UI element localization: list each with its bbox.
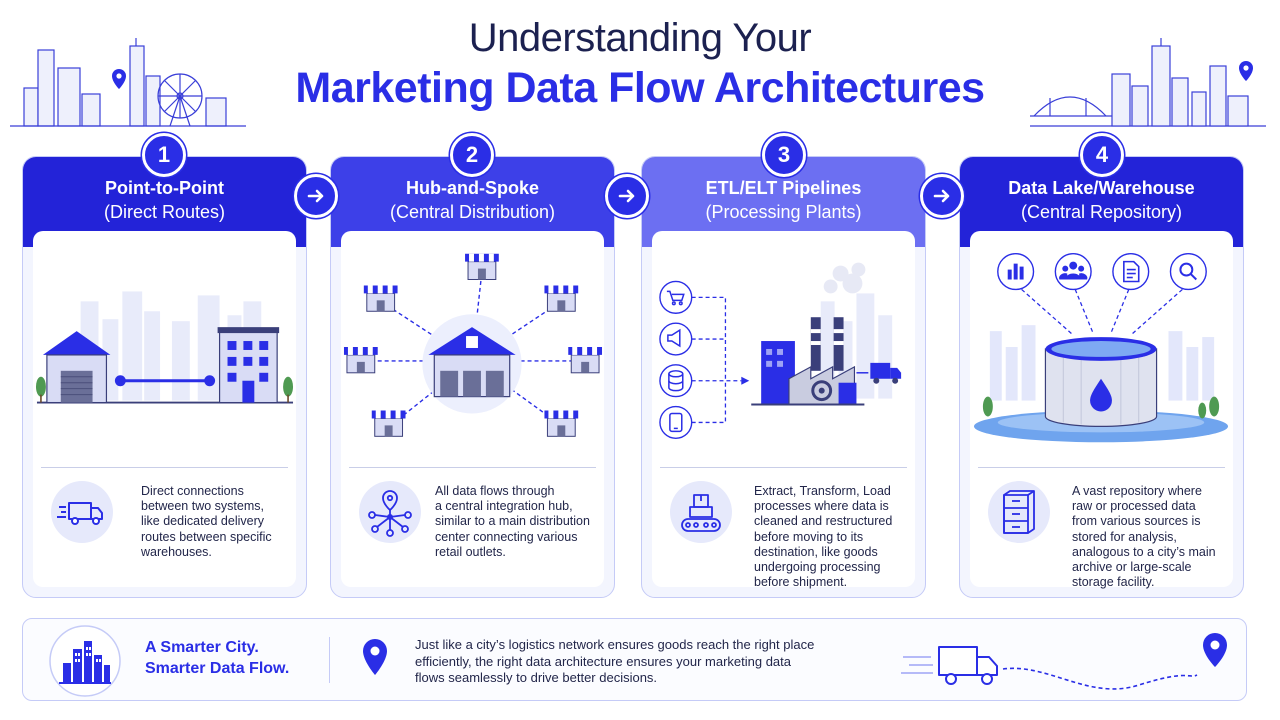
retail-store-icon <box>543 284 579 312</box>
card-subtitle: (Central Repository) <box>1020 202 1183 222</box>
card-description: A vast repository where raw or processed… <box>1072 484 1216 590</box>
destination-pin-icon <box>1203 633 1227 667</box>
document-icon <box>1123 260 1140 283</box>
right-skyline-illustration <box>1030 38 1266 127</box>
card-description: All data flows through a central integra… <box>435 484 590 559</box>
page-header: Understanding Your Marketing Data Flow A… <box>0 14 1280 114</box>
card-subtitle: (Direct Routes) <box>103 202 226 222</box>
mobile-device-icon <box>669 412 683 433</box>
shipping-truck-icon <box>870 362 902 384</box>
flow-arrow-icon <box>920 174 964 218</box>
card-subtitle: (Central Distribution) <box>389 202 556 222</box>
architecture-card-data-lake-warehouse: Data Lake/Warehouse (Central Repository) <box>959 156 1244 598</box>
bar-chart-icon <box>1007 263 1024 280</box>
page-title-line2: Marketing Data Flow Architectures <box>295 64 985 112</box>
step-badge-4: 4 <box>1080 133 1124 177</box>
retail-store-icon <box>371 410 407 437</box>
shopping-cart-icon <box>666 290 685 302</box>
card-title: Hub-and-Spoke <box>406 178 539 198</box>
flow-arrow-icon <box>294 174 338 218</box>
database-icon <box>668 370 684 392</box>
card-title: Data Lake/Warehouse <box>1008 178 1195 198</box>
distribution-center-icon <box>428 327 516 398</box>
step-badge-3: 3 <box>762 133 806 177</box>
megaphone-icon <box>667 328 681 348</box>
left-skyline-illustration <box>10 38 246 127</box>
storage-tank-icon <box>1044 337 1158 427</box>
retail-store-icon <box>343 346 379 374</box>
card-divider <box>660 467 907 468</box>
card-divider <box>349 467 596 468</box>
location-pin-icon <box>1239 61 1253 81</box>
card-title: ETL/ELT Pipelines <box>705 178 862 198</box>
conveyor-belt-icon <box>670 481 732 543</box>
architecture-card-hub-and-spoke: Hub-and-Spoke (Central Distribution) <box>330 156 615 598</box>
city-logo-icon <box>49 625 121 697</box>
architecture-card-point-to-point: Point-to-Point (Direct Routes) <box>22 156 307 598</box>
etl-pipeline-illustration <box>659 262 902 439</box>
users-group-icon <box>1059 261 1088 280</box>
delivery-truck-icon <box>51 481 113 543</box>
card-description: Extract, Transform, Load processes where… <box>754 484 893 590</box>
step-badge-2: 2 <box>450 133 494 177</box>
card-body: Direct connections between two systems, … <box>33 231 296 587</box>
warehouse-icon <box>42 331 111 404</box>
retail-store-icon <box>363 284 399 312</box>
truck-route-illustration <box>901 633 1227 690</box>
retail-store-icon <box>567 346 603 374</box>
card-divider <box>41 467 288 468</box>
hub-network-icon <box>359 481 421 543</box>
location-pin-icon <box>112 69 126 89</box>
card-body: A vast repository where raw or processed… <box>970 231 1233 590</box>
card-body: Extract, Transform, Load processes where… <box>652 231 915 590</box>
footer-tagline: A Smarter City. Smarter Data Flow. <box>145 639 290 677</box>
card-divider <box>978 467 1225 468</box>
water-drop-icon <box>1090 378 1112 412</box>
point-to-point-illustration <box>35 291 294 404</box>
factory-icon <box>751 262 866 406</box>
architecture-card-etl-elt-pipelines: ETL/ELT Pipelines (Processing Plants) <box>641 156 926 598</box>
flow-arrow-icon <box>605 174 649 218</box>
filing-cabinet-icon <box>988 481 1050 543</box>
card-body: All data flows through a central integra… <box>341 231 604 587</box>
footer-banner: A Smarter City. Smarter Data Flow. Just … <box>22 618 1247 701</box>
retail-store-icon <box>464 253 500 281</box>
delivery-truck-icon <box>938 646 998 685</box>
hub-and-spoke-illustration <box>343 253 603 437</box>
retail-store-icon <box>543 410 579 437</box>
office-building-icon <box>217 327 280 404</box>
page-title-line1: Understanding Your <box>468 16 812 60</box>
card-description: Direct connections between two systems, … <box>141 484 272 559</box>
card-title: Point-to-Point <box>105 178 224 198</box>
magnifier-icon <box>1179 262 1197 281</box>
footer-description: Just like a city’s logistics network ens… <box>415 637 815 685</box>
step-badge-1: 1 <box>142 133 186 177</box>
location-pin-icon <box>363 639 387 675</box>
card-subtitle: (Processing Plants) <box>705 202 862 222</box>
footer-divider <box>329 637 330 683</box>
data-lake-illustration <box>973 253 1229 443</box>
